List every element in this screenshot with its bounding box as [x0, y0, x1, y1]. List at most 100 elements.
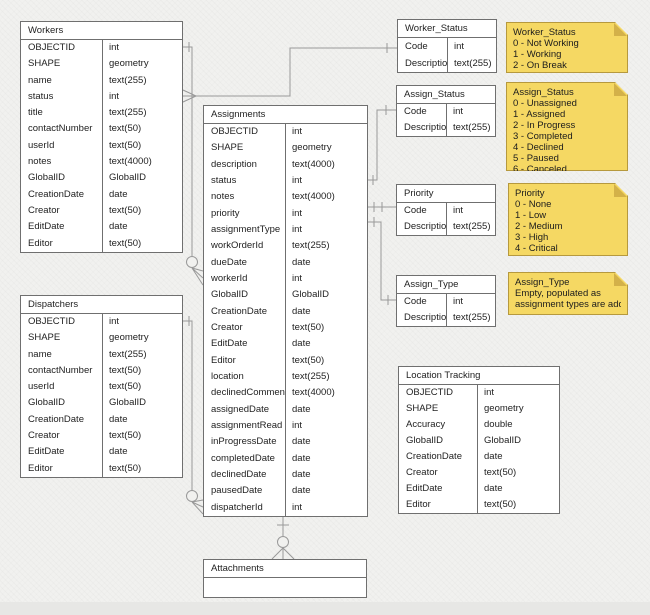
field-name: Description: [397, 120, 447, 136]
field-name: EditDate: [204, 336, 286, 353]
field-type: text(50): [109, 462, 142, 474]
field-row-assignments: CreationDate date: [204, 303, 367, 320]
field-name: declinedComment: [204, 385, 286, 402]
field-name: Code: [397, 104, 447, 120]
field-name: declinedDate: [204, 466, 286, 484]
field-row-assignments: EditDate date: [204, 336, 367, 353]
field-name: GlobalID: [21, 395, 103, 412]
connector-assignments-assign-type: [368, 217, 396, 305]
field-type: int: [292, 419, 303, 431]
table-title-priority: Priority: [397, 185, 495, 203]
field-type: int: [453, 106, 464, 117]
note-title: Worker_Status: [513, 27, 576, 38]
field-type: int: [292, 207, 303, 219]
field-name: userId: [21, 137, 103, 155]
field-name: Description: [397, 310, 447, 326]
field-type: int: [453, 205, 464, 216]
field-type: text(255): [292, 240, 330, 252]
field-name: EditDate: [399, 481, 478, 497]
field-type: text(255): [109, 107, 147, 119]
field-row-assignments: description text(4000): [204, 156, 367, 173]
field-type: date: [292, 256, 311, 268]
field-type: text(4000): [292, 158, 335, 170]
field-name: inProgressDate: [204, 434, 286, 451]
field-name: CreationDate: [204, 303, 286, 320]
field-name: Creator: [204, 319, 286, 337]
connector-workers-assignments: [183, 42, 204, 286]
note-title: Assign_Type: [515, 277, 570, 288]
field-type: int: [292, 126, 303, 137]
field-name: name: [21, 72, 103, 89]
field-type: double: [484, 419, 513, 430]
field-row-assignments: workOrderId text(255): [204, 238, 367, 255]
note-line: 3 - Completed: [513, 131, 573, 142]
field-type: geometry: [484, 403, 524, 414]
field-name: completedDate: [204, 450, 286, 467]
table-title-assignments: Assignments: [204, 106, 367, 124]
field-type: date: [292, 305, 311, 317]
field-name: Code: [398, 38, 448, 55]
field-name: workOrderId: [204, 238, 286, 255]
field-row-assign-type: Description text(255): [397, 310, 495, 326]
connector-assignments-priority: [368, 202, 396, 212]
field-type: text(255): [109, 348, 147, 360]
field-name: priority: [204, 205, 286, 222]
field-type: text(50): [109, 364, 142, 376]
field-type: date: [292, 338, 311, 350]
field-name: description: [204, 156, 286, 173]
note-line: 6 - Canceled: [513, 164, 567, 175]
table-empty-row: [204, 578, 366, 597]
field-type: text(50): [292, 354, 325, 366]
table-title-assign-status: Assign_Status: [397, 86, 495, 104]
field-name: GlobalID: [399, 433, 478, 449]
field-type: text(255): [454, 58, 492, 69]
field-type: geometry: [109, 58, 149, 70]
field-type: text(255): [453, 312, 491, 323]
field-type: text(50): [109, 381, 142, 393]
field-type: text(4000): [109, 156, 152, 168]
field-type: GlobalID: [109, 172, 146, 184]
table-title-workers: Workers: [21, 22, 182, 40]
field-name: Description: [398, 55, 448, 72]
field-name: CreationDate: [21, 186, 103, 203]
field-name: assignedDate: [204, 401, 286, 418]
field-type: GlobalID: [484, 435, 521, 446]
field-name: assignmentType: [204, 221, 286, 239]
field-name: contactNumber: [21, 121, 103, 138]
note-line: 0 - Not Working: [513, 38, 579, 49]
table-title-dispatchers: Dispatchers: [21, 296, 182, 314]
field-name: Editor: [399, 497, 478, 513]
table-title-worker-status: Worker_Status: [398, 20, 496, 38]
field-name: OBJECTID: [21, 314, 103, 331]
field-type: text(255): [109, 74, 147, 86]
note-line: 1 - Assigned: [513, 109, 566, 120]
